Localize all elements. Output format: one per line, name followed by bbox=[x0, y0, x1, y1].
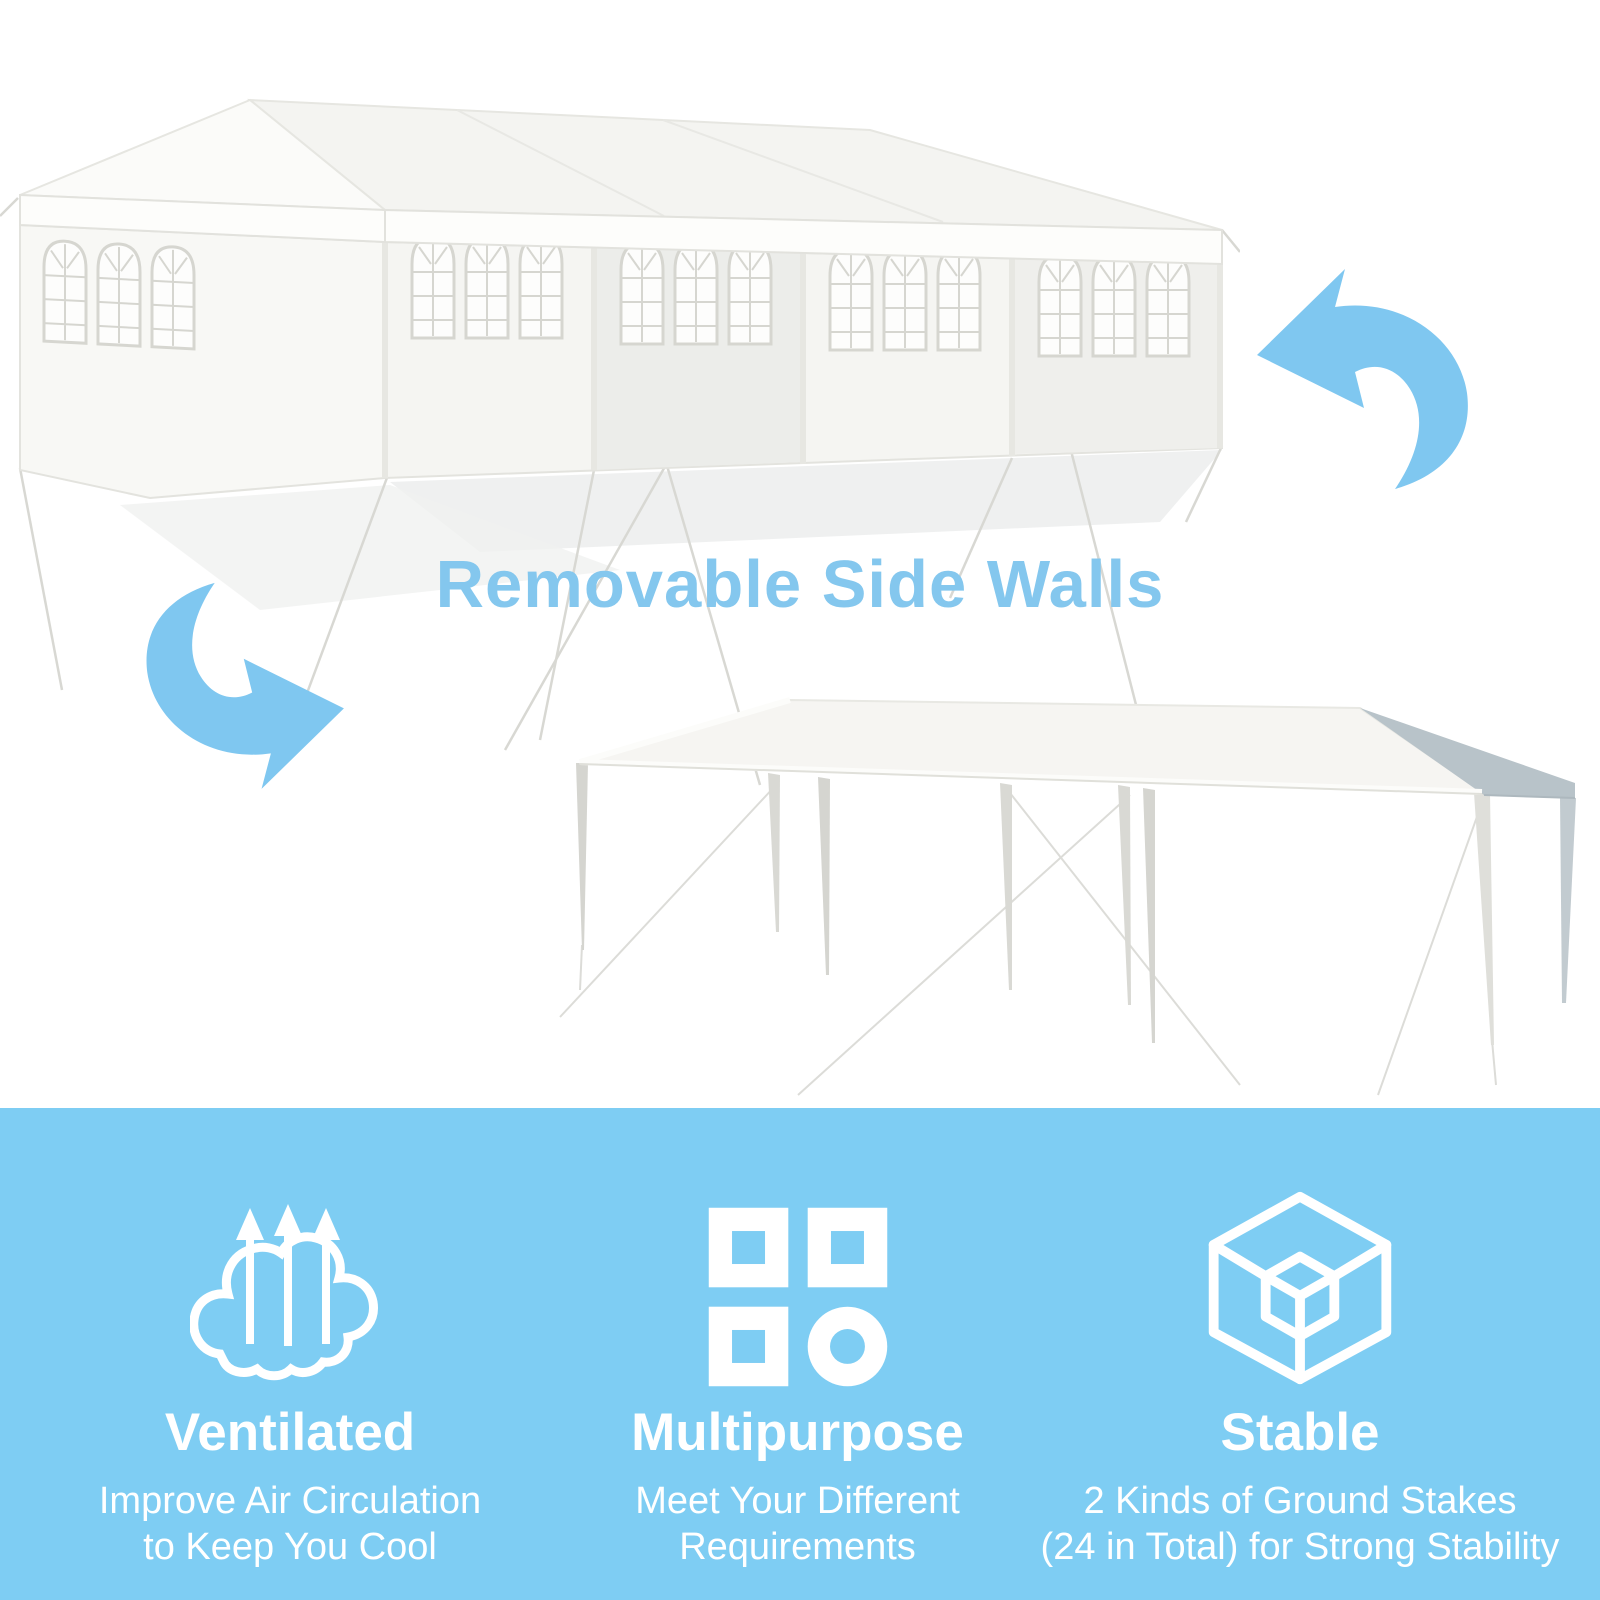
feature-text-line: to Keep You Cool bbox=[143, 1525, 437, 1568]
tent-without-walls-photo bbox=[559, 697, 1576, 1096]
feature-text-line: 2 Kinds of Ground Stakes bbox=[1083, 1480, 1517, 1522]
roof-seams bbox=[456, 109, 944, 223]
feature-band: Ventilated Improve Air Circulation to Ke… bbox=[0, 1108, 1600, 1600]
feature-heading: Stable bbox=[1220, 1403, 1380, 1462]
frame-guy-ropes bbox=[559, 784, 1497, 1096]
front-valance bbox=[384, 208, 1223, 266]
tent-ground-shadow bbox=[120, 485, 620, 610]
canopy-edges bbox=[579, 697, 1576, 799]
feature-text-line: Requirements bbox=[679, 1525, 916, 1568]
feature-text-line: Improve Air Circulation bbox=[98, 1480, 482, 1522]
curved-arrow-right-icon bbox=[1257, 269, 1468, 489]
feature-text-line: Meet Your Different bbox=[635, 1480, 960, 1522]
frame-legs bbox=[576, 763, 1576, 1045]
feature-ventilated: Ventilated Improve Air Circulation to Ke… bbox=[35, 1108, 545, 1600]
tent-poles bbox=[382, 215, 1223, 478]
end-wall-windows bbox=[42, 238, 196, 351]
ventilation-cloud-arrows-icon bbox=[190, 1204, 378, 1381]
canopy-right-fold bbox=[1360, 708, 1575, 798]
feature-heading: Ventilated bbox=[164, 1403, 416, 1462]
feature-stable: Stable 2 Kinds of Ground Stakes (24 in T… bbox=[1010, 1108, 1590, 1600]
tent-interior-shadow bbox=[390, 450, 1222, 552]
tent-with-walls-photo bbox=[0, 98, 1240, 786]
feature-heading: Multipurpose bbox=[631, 1403, 964, 1462]
feature-text-line: (24 in Total) for Strong Stability bbox=[1040, 1525, 1560, 1568]
stability-cube-icon bbox=[1208, 1191, 1392, 1385]
multipurpose-squares-icon bbox=[708, 1207, 887, 1387]
hero-title: Removable Side Walls bbox=[435, 547, 1165, 622]
curved-arrow-left-icon bbox=[146, 582, 344, 789]
feature-multipurpose: Multipurpose Meet Your Different Require… bbox=[545, 1108, 1050, 1600]
